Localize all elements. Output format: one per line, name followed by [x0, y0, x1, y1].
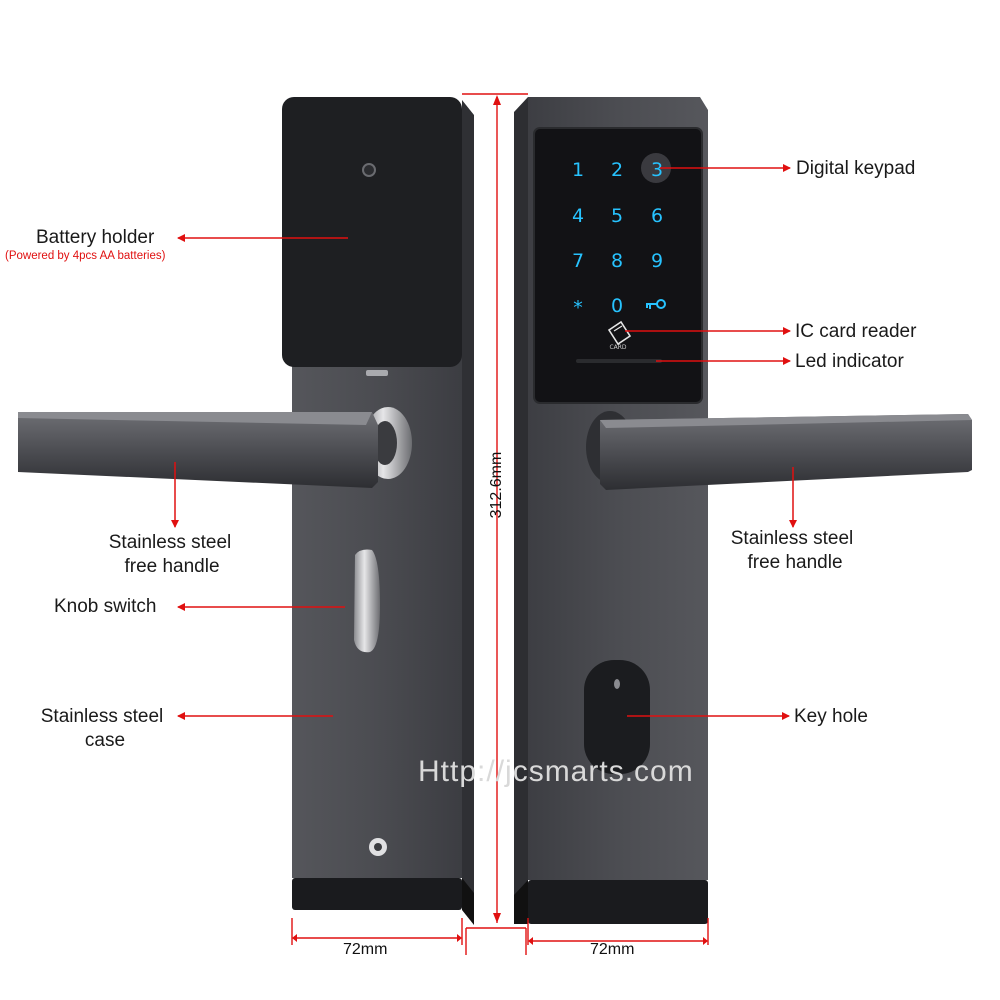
- led-indicator-bar: [576, 359, 662, 363]
- case-label-line1: Stainless steel: [40, 706, 164, 727]
- callout-arrows: [171, 164, 797, 720]
- width-left-label: 72mm: [343, 941, 388, 958]
- left-handle: [18, 407, 412, 488]
- keypad-key: 4: [572, 205, 584, 227]
- keypad-keys: 1 2 3 4 5 6 7 8 9 * 0 CARD: [572, 153, 671, 363]
- svg-text:CARD: CARD: [609, 344, 626, 351]
- keypad-key: 6: [651, 205, 663, 227]
- key-hole-cover: [584, 660, 650, 774]
- left-lock-plate: [282, 97, 474, 925]
- keypad-key: 1: [572, 159, 584, 181]
- handle-right-label-line2: free handle: [747, 552, 843, 573]
- knob-switch-label: Knob switch: [54, 596, 157, 617]
- battery-holder-note: (Powered by 4pcs AA batteries): [5, 250, 166, 262]
- keypad-key: 0: [611, 295, 623, 317]
- battery-cover: [282, 97, 462, 367]
- watermark: Http://jcsmarts.com: [418, 755, 694, 788]
- keypad-panel: [533, 127, 703, 404]
- handle-right-label-line1: Stainless steel: [730, 528, 854, 549]
- keypad-key: *: [573, 297, 583, 319]
- key-icon: [646, 299, 666, 309]
- knob-switch: [354, 549, 380, 653]
- highlighted-key-ring: [641, 153, 671, 183]
- card-reader-icon: CARD: [607, 320, 632, 351]
- digital-keypad-label: Digital keypad: [796, 158, 916, 179]
- keypad-key: 8: [611, 250, 623, 272]
- keypad-key: 3: [651, 159, 663, 181]
- handle-left-label-line1: Stainless steel: [108, 532, 232, 553]
- battery-holder-label: Battery holder: [36, 227, 155, 248]
- keypad-key: 9: [651, 250, 663, 272]
- key-hole-label: Key hole: [794, 706, 868, 727]
- led-indicator-label: Led indicator: [795, 351, 904, 372]
- ic-card-reader-label: IC card reader: [795, 321, 917, 342]
- handle-left-label-line2: free handle: [124, 556, 220, 577]
- case-label-line2: case: [84, 730, 126, 751]
- keypad-key: 7: [572, 250, 584, 272]
- right-handle: [586, 411, 972, 490]
- height-dimension-label: 312.6mm: [488, 451, 505, 519]
- keypad-key: 5: [611, 205, 623, 227]
- battery-cover-screw: [362, 163, 376, 177]
- width-dimensions: [291, 918, 709, 955]
- keypad-key: 2: [611, 159, 623, 181]
- height-dimension: [462, 93, 528, 923]
- width-right-label: 72mm: [590, 941, 635, 958]
